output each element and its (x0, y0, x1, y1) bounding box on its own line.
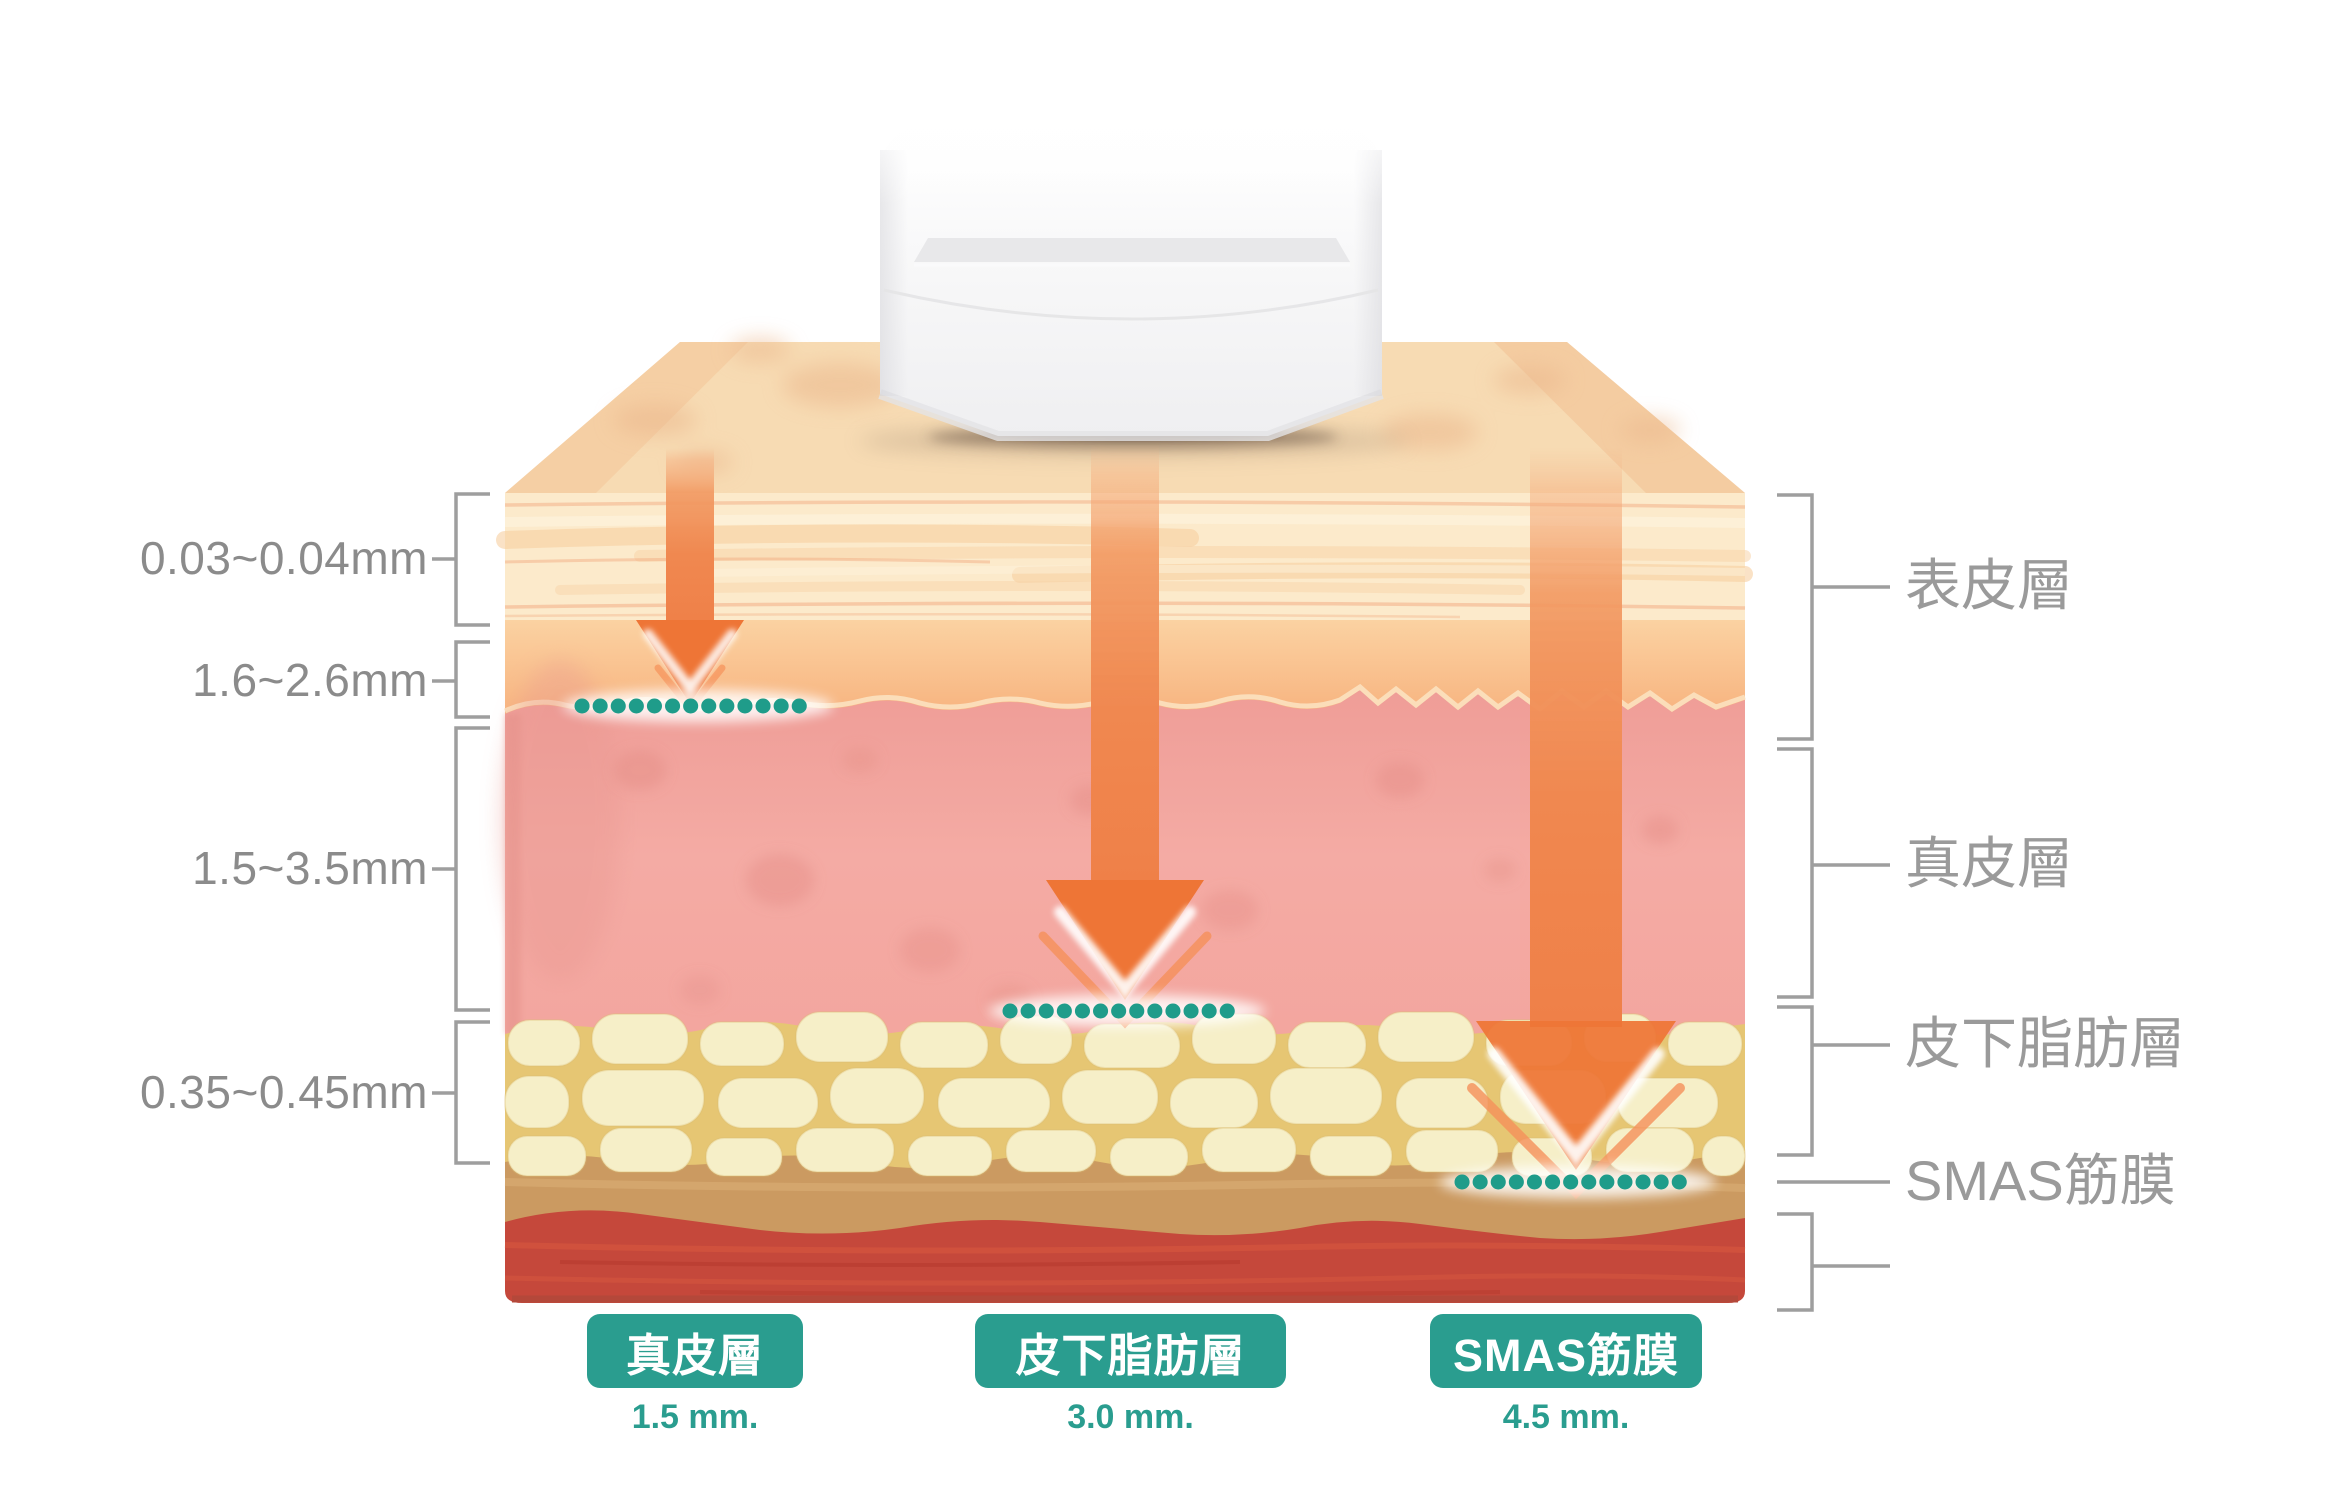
depth-badge: 真皮層 (587, 1314, 803, 1388)
energy-arrow-smas (1467, 448, 1685, 1200)
measurement-label-dermis: 1.5~3.5mm (192, 842, 428, 895)
focal-line-3-0mm (989, 995, 1265, 1027)
layer-label-epidermis: 表皮層 (1905, 553, 2073, 617)
focal-line-1-5mm (563, 690, 833, 722)
bracket-left-epidermis (432, 492, 490, 627)
layer-label-fat: 皮下脂肪層 (1905, 1011, 2185, 1075)
fat-blob-row-bottom (507, 1127, 1746, 1177)
measurement-label-epidermis: 0.03~0.04mm (139, 532, 428, 585)
layer-label-smas: SMAS筋膜 (1905, 1148, 2176, 1212)
bracket-left-junction (432, 640, 490, 719)
handpiece-groove (914, 238, 1350, 262)
bracket-left-fat (432, 1020, 490, 1165)
bracket-right-muscle (1777, 1212, 1890, 1312)
depth-value: 4.5 mm. (1502, 1398, 1630, 1436)
focal-line-4-5mm (1440, 1166, 1716, 1198)
bracket-right-dermis (1777, 747, 1890, 999)
energy-arrow-fat (1038, 444, 1212, 1029)
measurement-label-fat: 0.35~0.45mm (139, 1066, 428, 1119)
bracket-right-fat (1777, 1005, 1890, 1157)
depth-value: 3.0 mm. (1067, 1398, 1194, 1436)
layer-muscle (504, 1210, 1746, 1303)
bracket-left-dermis (432, 726, 490, 1012)
depth-badge: 皮下脂肪層 (975, 1314, 1286, 1388)
energy-arrow-dermis (636, 448, 744, 714)
depth-value: 1.5 mm. (631, 1398, 759, 1436)
depth-badge: SMAS筋膜 (1430, 1314, 1702, 1388)
measurement-label-junction: 1.6~2.6mm (192, 654, 428, 707)
layer-label-dermis: 真皮層 (1905, 831, 2073, 895)
bracket-right-epidermis (1777, 493, 1890, 741)
ultrasound-handpiece-icon (858, 100, 1408, 457)
